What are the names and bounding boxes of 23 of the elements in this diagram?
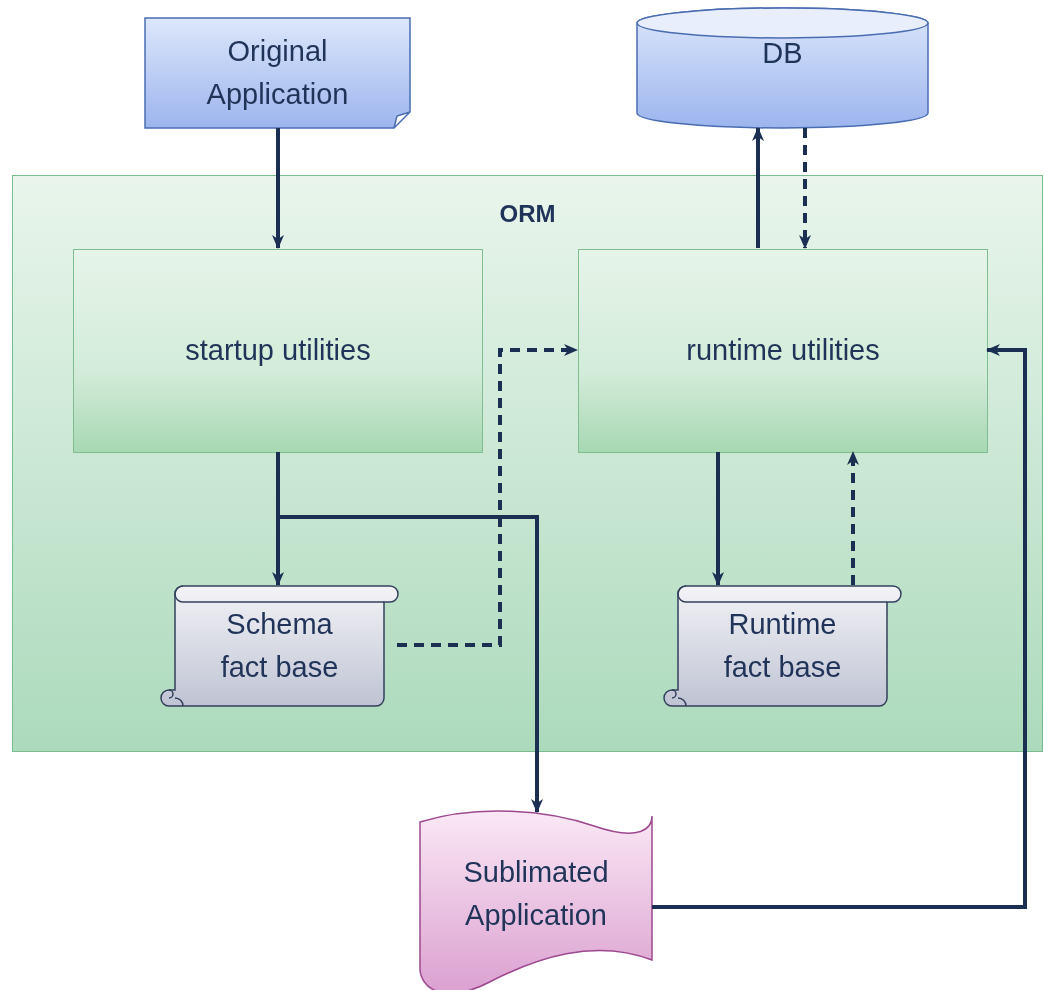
arrow — [752, 127, 764, 248]
node-label: DB — [762, 36, 803, 72]
process-box — [73, 249, 483, 453]
scroll-shape — [161, 586, 398, 706]
node-label: Sublimated Application — [462, 854, 610, 933]
wavy-document-shape — [420, 812, 652, 988]
arrow — [397, 344, 578, 647]
arrow — [799, 128, 811, 249]
node-label: Runtime fact base — [722, 606, 843, 685]
group-panel — [12, 175, 1043, 752]
node-label: runtime utilities — [686, 333, 880, 369]
process-box — [578, 249, 988, 453]
arrow — [847, 451, 859, 585]
arrow — [652, 344, 1027, 909]
node-label: Original Application — [205, 33, 350, 112]
database-cylinder — [637, 8, 928, 128]
scroll-shape — [664, 586, 901, 706]
node-label: startup utilities — [185, 333, 371, 369]
document-shape — [145, 18, 410, 128]
arrow — [272, 128, 284, 249]
group-heading: ORM — [499, 199, 556, 229]
arrow — [712, 452, 724, 586]
node-label: Schema fact base — [219, 606, 340, 685]
